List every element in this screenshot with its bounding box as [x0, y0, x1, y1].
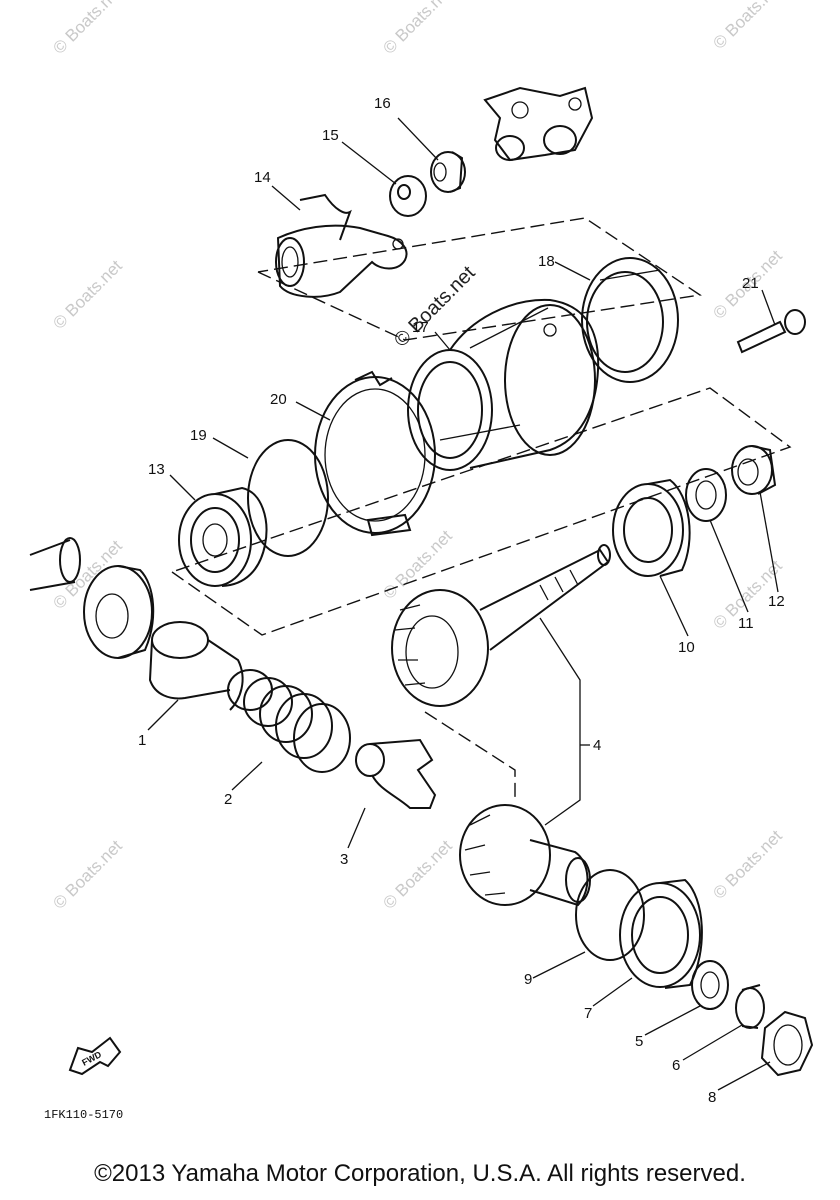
part-label: 19: [190, 427, 207, 444]
part-bearing-10: [612, 478, 691, 577]
part-bearing-13: [178, 486, 268, 587]
watermarks: © Boats.net © Boats.net © Boats.net © Bo…: [49, 0, 786, 913]
part-label: 4: [593, 737, 601, 754]
part-label: 15: [322, 127, 339, 144]
part-label: 14: [254, 169, 271, 186]
part-label: 7: [584, 1005, 592, 1022]
part-shim-9: [575, 869, 645, 961]
part-sleeve-1: [148, 621, 244, 711]
watermark: © Boats.net: [709, 0, 786, 53]
part-oring-19: [247, 439, 329, 557]
part-nut-8: [760, 1010, 814, 1077]
part-nut-16: [430, 151, 466, 193]
part-label: 18: [538, 253, 555, 270]
part-label: 20: [270, 391, 287, 408]
part-label: 9: [524, 971, 532, 988]
part-label: 3: [340, 851, 348, 868]
watermark: © Boats.net: [49, 0, 126, 58]
part-washer-15: [389, 175, 427, 217]
part-label: 17: [412, 319, 429, 336]
part-label: 11: [738, 615, 754, 632]
part-yoke: [275, 193, 408, 298]
part-bolt-21: [736, 309, 806, 354]
frame-middle: [171, 387, 792, 636]
copyright-notice: ©2013 Yamaha Motor Corporation, U.S.A. A…: [94, 1160, 746, 1187]
watermark: © Boats.net: [379, 836, 456, 913]
part-washer-5: [691, 960, 729, 1010]
part-label: 2: [224, 791, 232, 808]
part-label: 1: [138, 732, 146, 749]
part-ring-gear: [459, 804, 591, 907]
part-label: 16: [374, 95, 391, 112]
part-label: 21: [742, 275, 759, 292]
watermark: © Boats.net: [379, 0, 456, 58]
part-lock-plate-20: [314, 370, 436, 537]
part-label: 13: [148, 461, 165, 478]
fwd-arrow-icon: FWD: [68, 1036, 122, 1076]
watermark: © Boats.net: [709, 826, 786, 903]
frame-lower: [424, 711, 516, 800]
part-lockwasher-6: [735, 984, 765, 1029]
part-shaft-stub: [29, 537, 155, 659]
parts-diagram: © Boats.net © Boats.net © Boats.net © Bo…: [29, 0, 814, 1122]
part-bearing-7: [619, 878, 703, 989]
part-spring-2: [227, 669, 351, 773]
watermark: © Boats.net: [379, 526, 456, 603]
watermark-main: © Boats.net: [390, 262, 480, 352]
watermark: © Boats.net: [49, 836, 126, 913]
group-frames: [171, 217, 792, 800]
part-label: 6: [672, 1057, 680, 1074]
part-pinion-shaft: [391, 544, 611, 707]
part-label: 12: [768, 593, 785, 610]
part-label: 5: [635, 1033, 643, 1050]
watermark: © Boats.net: [49, 256, 126, 333]
part-collar-12: [731, 445, 777, 495]
part-label: 8: [708, 1089, 716, 1106]
part-label: 10: [678, 639, 695, 656]
diagram-code: 1FK110-5170: [44, 1108, 123, 1122]
leader-lines: [147, 117, 779, 1091]
part-labels: 16 15 14 18 17 21 20 19 13 10 11 12 4 1 …: [138, 95, 785, 1106]
part-washer-11: [685, 468, 727, 522]
frame-upper: [257, 217, 702, 341]
fwd-label: FWD: [80, 1049, 103, 1068]
part-universal-joint: [483, 86, 594, 162]
part-cam-3: [355, 738, 437, 809]
part-seal-18: [581, 257, 679, 383]
